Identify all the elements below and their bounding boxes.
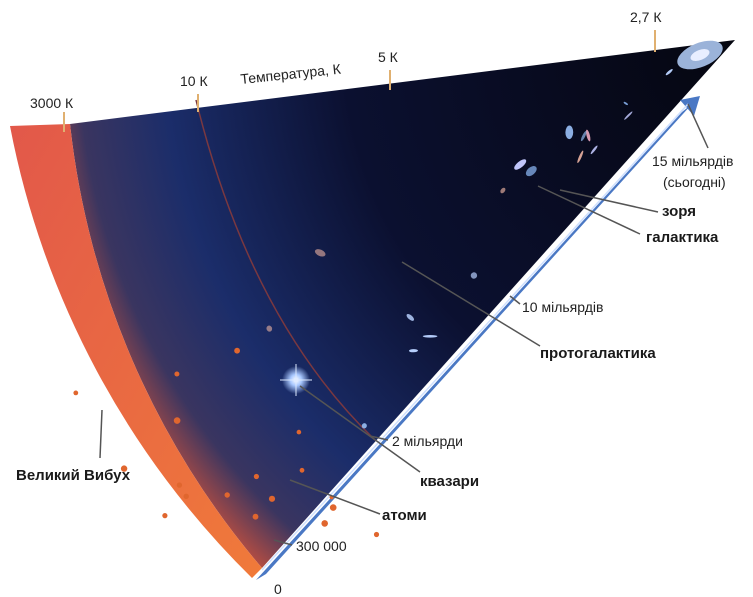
atom-dots: [73, 347, 380, 538]
galaxy-label: галактика: [646, 229, 719, 246]
galaxy-blob: [314, 249, 326, 257]
quasar-era-curve: [195, 99, 376, 441]
galaxy-blob: [624, 111, 633, 120]
atom-dot: [321, 520, 329, 527]
galaxy-blob: [409, 349, 418, 353]
atom-dot: [174, 371, 180, 377]
galaxy-leader: [537, 185, 641, 235]
atom-dot: [73, 390, 79, 396]
atom-dot: [183, 493, 189, 499]
big-bang-band: [10, 124, 262, 578]
atoms-leader: [289, 479, 381, 515]
galaxy-blob: [586, 129, 591, 142]
time-axis-bar: [256, 104, 692, 580]
temperature-axis-line: [13, 36, 736, 124]
temperature-axis-title: Температура, К: [240, 60, 343, 87]
time-axis-arrowhead: [680, 96, 700, 116]
galaxy-blob: [514, 159, 527, 170]
galaxy-blob: [577, 150, 584, 164]
time-leader-2bn: [369, 435, 389, 441]
atom-dot: [373, 531, 380, 538]
atom-dot: [252, 513, 259, 520]
time-axis-highlight: [261, 103, 689, 571]
star-leader: [559, 189, 659, 213]
galaxy-blob: [565, 125, 574, 140]
temperature-label-5: 5 К: [378, 49, 399, 65]
big-bang-label: Великий Вибух: [16, 467, 131, 484]
atom-dot: [329, 504, 337, 511]
galaxy-blob: [580, 131, 587, 142]
galaxy-blob: [266, 325, 273, 332]
time-label-15bn: 15 мільярдів: [652, 153, 733, 169]
star-label: зоря: [662, 203, 696, 220]
atom-dot: [120, 465, 128, 472]
temperature-label-3000: 3000 К: [30, 95, 74, 111]
bright-quasar: [280, 364, 312, 396]
atom-dot: [268, 495, 276, 502]
time-label-today: (сьогодні): [663, 174, 726, 190]
time-label-2bn: 2 мільярди: [392, 433, 463, 449]
atom-dot: [299, 467, 305, 473]
galaxy-blobs: [266, 68, 673, 429]
galaxy-blob: [623, 101, 628, 106]
galaxy-blob: [361, 423, 367, 429]
atom-dot: [296, 429, 302, 435]
milky-way-galaxy: [677, 40, 723, 70]
temperature-label-10: 10 К: [180, 73, 208, 89]
temperature-label-2-7: 2,7 К: [630, 9, 662, 25]
quasars-leader: [299, 385, 421, 473]
atom-dot: [224, 492, 230, 498]
atoms-label: атоми: [382, 507, 427, 524]
time-label-0: 0: [274, 581, 282, 597]
atom-dot: [176, 482, 183, 488]
atom-dot: [234, 347, 241, 354]
time-leader-15bn: [687, 103, 709, 149]
time-leader-300000: [273, 539, 293, 546]
time-label-300000: 300 000: [296, 538, 347, 554]
galaxy-blob: [500, 187, 506, 194]
protogalaxy-label: протогалактика: [540, 345, 656, 362]
big-bang-leader: [99, 409, 103, 459]
galaxy-blob: [525, 166, 537, 177]
galaxy-blob: [406, 313, 415, 321]
atom-dot: [173, 417, 181, 424]
space-wedge: [70, 40, 735, 568]
time-leader-10bn: [509, 295, 521, 305]
atom-dot: [162, 513, 168, 519]
protogalaxy-leader: [401, 261, 541, 347]
galaxy-blob: [665, 68, 673, 76]
time-label-10bn: 10 мільярдів: [522, 299, 603, 315]
galaxy-blob: [470, 272, 478, 279]
quasars-label: квазари: [420, 473, 479, 490]
galaxy-blob: [422, 335, 438, 338]
galaxy-blob: [590, 145, 598, 155]
atom-dot: [253, 473, 259, 480]
